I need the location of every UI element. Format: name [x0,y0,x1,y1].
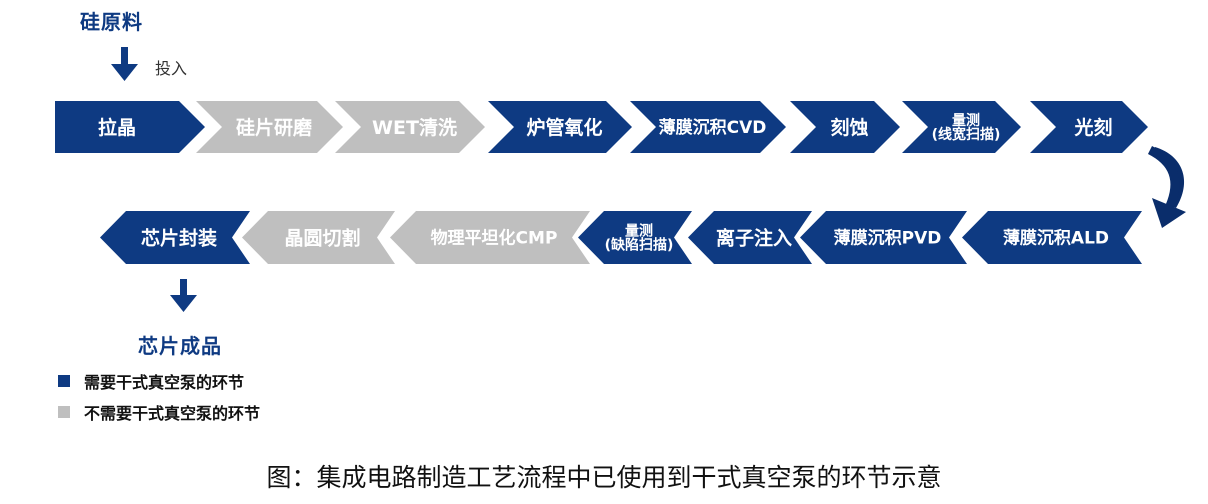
turn-arrow-icon [1147,145,1186,228]
figure-caption: 图：集成电路制造工艺流程中已使用到干式真空泵的环节示意 [266,463,942,492]
legend-label: 不需要干式真空泵的环节 [84,404,261,423]
step-label: (线宽扫描) [932,126,1001,143]
step-chevron [630,101,786,153]
step-label: 芯片封装 [141,226,217,249]
process-row-2: 芯片封装 晶圆切割 物理平坦化CMP 量测(缺陷扫描) 离子注入 薄膜沉积PVD 薄膜沉积A… [100,211,1142,264]
step-chevron [335,101,485,153]
step-label: 晶圆切割 [284,226,360,249]
step-label: WET清洗 [372,116,457,139]
step-label: 炉管氧化 [526,116,602,139]
step-chevron [1030,101,1148,153]
step-chevron [488,101,632,153]
process-step: 硅片研磨 [196,101,343,153]
legend-item-required: 需要干式真空泵的环节 [58,369,244,393]
step-label: (缺陷扫描) [605,237,674,254]
process-step: 芯片封装 [100,211,250,264]
step-chevron [902,101,1021,153]
step-chevron [800,211,967,264]
step-chevron [790,101,900,153]
process-step: 薄膜沉积ALD [962,211,1142,264]
legend-swatch-blue [58,375,70,387]
process-step: 光刻 [1030,101,1148,153]
raw-material-label: 硅原料 [80,10,143,34]
step-label: 刻蚀 [830,116,868,139]
step-label: 拉晶 [98,116,136,139]
process-step: 量测(线宽扫描) [902,101,1021,153]
step-label: 量测 [952,112,980,129]
output-arrow-icon [170,279,197,312]
process-step: 晶圆切割 [242,211,395,264]
step-chevron [196,101,343,153]
step-label: 光刻 [1073,116,1112,139]
finished-chip-label: 芯片成品 [138,334,222,358]
legend-label: 需要干式真空泵的环节 [84,373,245,392]
input-arrow-icon [111,47,138,81]
legend-item-not-required: 不需要干式真空泵的环节 [58,400,260,424]
step-label: 薄膜沉积PVD [834,228,942,249]
step-label: 硅片研磨 [236,116,312,139]
process-step: 离子注入 [688,211,812,264]
process-step: 薄膜沉积PVD [800,211,967,264]
process-row-1: 拉晶 硅片研磨 WET清洗 炉管氧化 薄膜沉积CVD 刻蚀 量测(线宽扫描) 光刻 [55,101,1148,153]
process-step: 物理平坦化CMP [390,211,590,264]
step-label: 量测 [625,223,653,240]
process-step: 拉晶 [55,101,205,153]
step-chevron [242,211,395,264]
step-label: 物理平坦化CMP [431,228,558,249]
step-chevron [55,101,205,153]
process-step: 炉管氧化 [488,101,632,153]
input-label: 投入 [155,59,188,78]
step-label: 离子注入 [716,226,792,249]
process-step: 薄膜沉积CVD [630,101,786,153]
step-label: 薄膜沉积ALD [1003,228,1109,249]
step-chevron [390,211,590,264]
legend-swatch-gray [58,406,70,418]
process-step: 刻蚀 [790,101,900,153]
process-step: WET清洗 [335,101,485,153]
step-chevron [578,211,692,264]
step-label: 薄膜沉积CVD [659,117,767,138]
process-step: 量测(缺陷扫描) [578,211,692,264]
step-chevron [688,211,812,264]
step-chevron [100,211,250,264]
step-chevron [962,211,1142,264]
